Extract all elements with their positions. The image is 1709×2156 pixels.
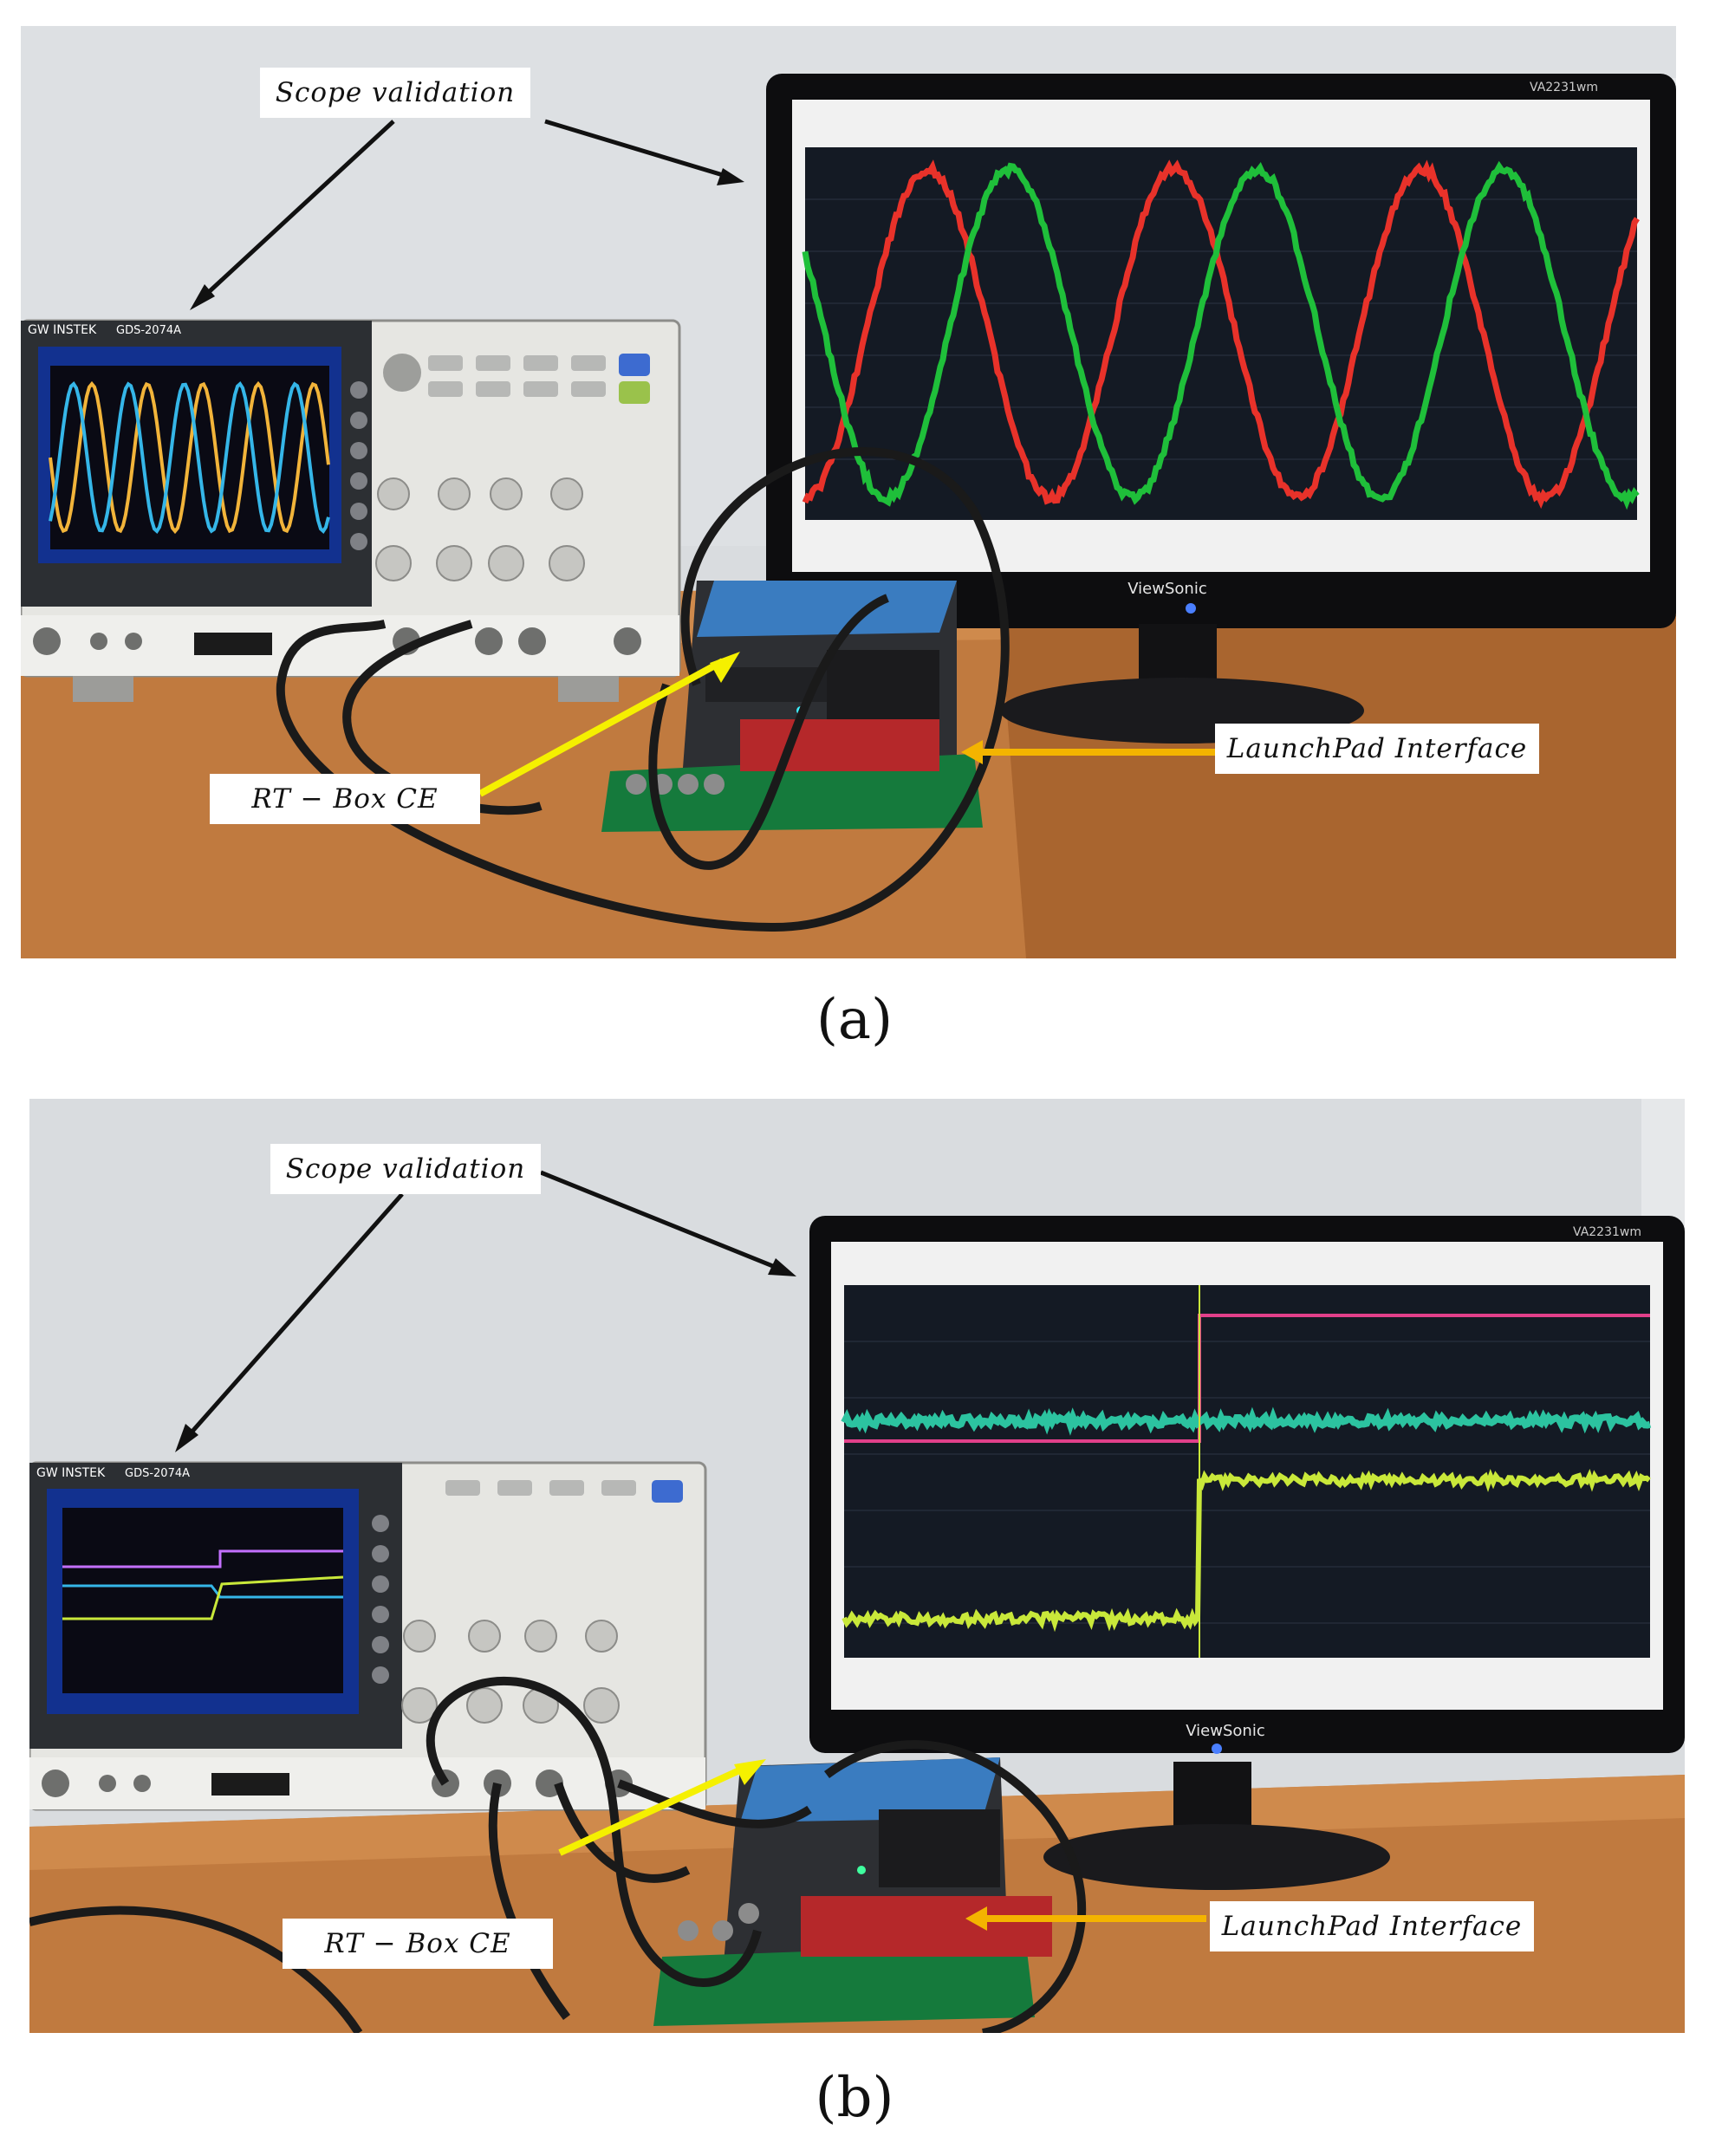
callout-rt-box-ce-a: RT − Box CE: [210, 774, 480, 824]
lab-setup-photo-b: GW INSTEK GDS-2074A ViewSonic VA2231wm: [29, 1099, 1685, 2033]
launchpad-board-a: [740, 719, 939, 771]
scope-model-text-b: GDS-2074A: [125, 1467, 190, 1480]
monitor-model-text-b: VA2231wm: [1573, 1225, 1641, 1239]
scope-brand-text-a: GW INSTEK: [28, 323, 97, 337]
oscilloscope-a: GW INSTEK GDS-2074A: [21, 321, 679, 702]
callout-launchpad-interface-a: LaunchPad Interface: [1215, 724, 1539, 774]
callout-scope-validation-a: Scope validation: [260, 68, 530, 118]
monitor-brand-text-b: ViewSonic: [1186, 1722, 1264, 1740]
scope-model-text-a: GDS-2074A: [116, 324, 181, 337]
panel-label-b: (b): [768, 2066, 941, 2130]
photo-panel-b: GW INSTEK GDS-2074A ViewSonic VA2231wm: [29, 1099, 1685, 2033]
launchpad-board-b: [801, 1896, 1052, 1957]
scope-brand-text-b: GW INSTEK: [36, 1466, 106, 1480]
callout-scope-validation-b: Scope validation: [270, 1144, 541, 1194]
monitor-brand-text-a: ViewSonic: [1127, 580, 1206, 598]
panel-label-a: (a): [768, 988, 941, 1052]
callout-launchpad-interface-b: LaunchPad Interface: [1210, 1901, 1534, 1951]
callout-rt-box-ce-b: RT − Box CE: [283, 1919, 553, 1969]
monitor-model-text-a: VA2231wm: [1530, 81, 1598, 94]
